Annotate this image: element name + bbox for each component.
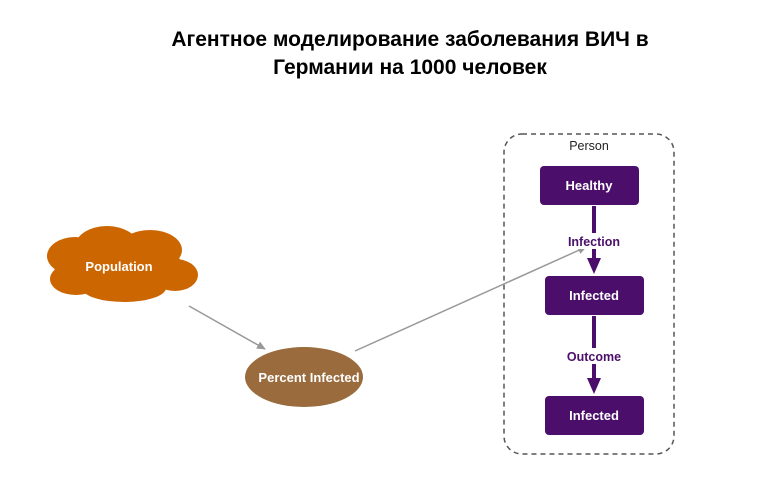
outcome-label: Outcome [567,350,621,364]
state-infected-outcome-label: Infected [569,408,619,423]
outcome-label-bg [562,348,626,364]
population-to-percent-link[interactable] [188,305,266,350]
infection-arrowhead [587,258,601,274]
state-infected-outcome[interactable] [545,396,644,435]
state-infected[interactable] [545,276,644,315]
percent-to-infection-link[interactable] [354,246,587,352]
state-healthy-label: Healthy [566,178,614,193]
population-cloud[interactable] [47,226,198,302]
population-label: Population [85,259,152,274]
state-healthy[interactable] [540,166,639,205]
infection-label-bg [561,233,625,249]
infection-label: Infection [568,235,620,249]
diagram-title: Агентное моделирование заболевания ВИЧ в… [171,28,649,79]
percent-infected-node[interactable] [245,347,363,407]
percent-infected-label: Percent Infected [258,370,359,385]
state-infected-label: Infected [569,288,619,303]
person-agent-group[interactable] [503,133,675,455]
outcome-arrowhead [587,378,601,394]
person-group-label: Person [569,139,609,153]
